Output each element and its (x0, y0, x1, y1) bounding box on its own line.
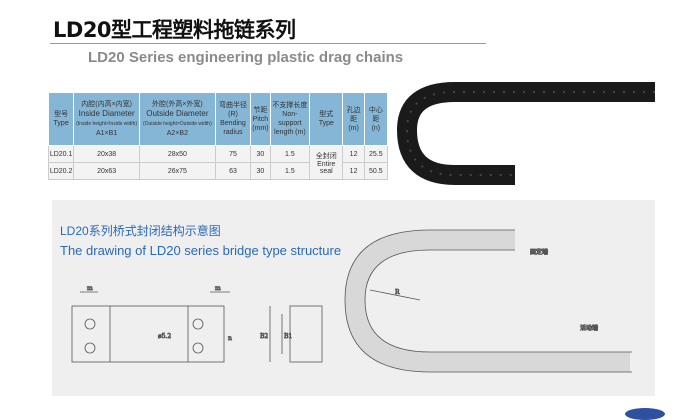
cell: 12 (342, 162, 365, 180)
dim-m-left: m (87, 285, 93, 292)
cell: 28x50 (138, 145, 216, 163)
drawing-title-cn: LD20系列桥式封闭结构示意图 (60, 224, 221, 238)
cell: 50.5 (363, 162, 389, 180)
chain-side-drawing: R 固定端 活动端 (344, 229, 632, 373)
cell: 26x75 (138, 162, 216, 180)
page-title: LD20型工程塑料拖链系列 (53, 18, 296, 42)
dim-m-right: m (215, 285, 221, 292)
cell: 12 (342, 145, 365, 163)
dim-hole: ø5.2 (158, 333, 171, 340)
cell: 1.5 (269, 162, 311, 180)
cell: LD20.1 (47, 145, 75, 163)
cell: 20x38 (73, 145, 140, 163)
cell: 30 (250, 162, 271, 180)
drawing-title-en: The drawing of LD20 series bridge type s… (60, 243, 342, 258)
title-divider (50, 43, 486, 44)
cell: 63 (214, 162, 252, 180)
dim-b1: B1 (284, 333, 292, 340)
radius-label: R (395, 289, 400, 296)
col-inside: 内腔(内高×内宽)Inside Diameter(Inside height×I… (73, 92, 140, 146)
col-center: 中心距(n) (363, 92, 389, 146)
moving-end-label: 活动端 (580, 324, 598, 332)
cross-section-drawing: m m ø5.2 n B2 B1 (71, 285, 323, 363)
dim-n: n (228, 335, 232, 342)
cell: LD20.2 (47, 162, 75, 180)
col-outside: 外腔(外高×外宽)Outside Diameter(Outside height… (138, 92, 216, 146)
table-row: LD20.2 20x63 26x75 63 30 1.5 12 50.5 (47, 162, 389, 180)
cell: 20x63 (73, 162, 140, 180)
cell: 30 (250, 145, 271, 163)
dim-b2: B2 (260, 333, 268, 340)
decorative-shape (625, 408, 665, 420)
drag-chain-photo (396, 82, 655, 185)
page-subtitle: LD20 Series engineering plastic drag cha… (88, 49, 404, 66)
cell: 75 (214, 145, 252, 163)
col-hole-margin: 孔边距(m) (342, 92, 365, 146)
cell: 25.5 (363, 145, 389, 163)
fixed-end-label: 固定端 (530, 248, 548, 256)
cell: 1.5 (269, 145, 311, 163)
